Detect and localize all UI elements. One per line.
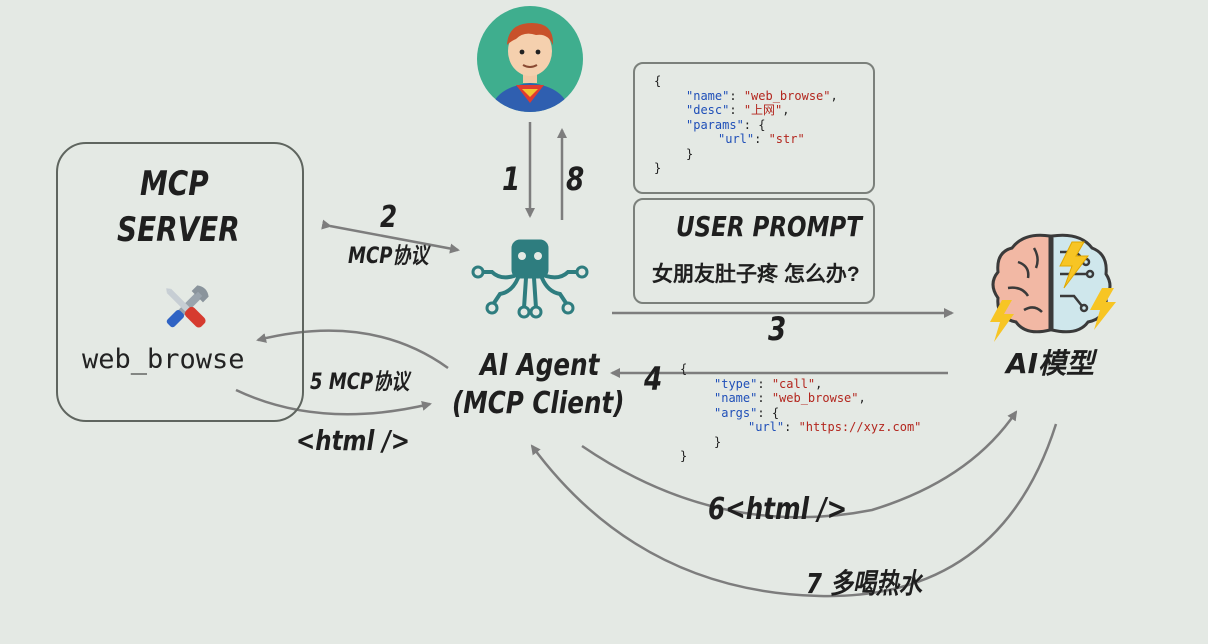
ai-model-label: AI模型 (1006, 347, 1095, 380)
arrow-step-2 (321, 219, 460, 254)
agent-label-line1: AI Agent (480, 348, 600, 383)
step-2-protocol-label: MCP协议 (348, 244, 429, 269)
step-5-label: 5 MCP协议 (310, 370, 410, 395)
step-2-label: 2 (380, 200, 398, 235)
tool-schema-json: { "name": "web_browse","desc": "上网","para… (654, 74, 838, 176)
ai-brain-icon (990, 233, 1116, 342)
arrow-step-7 (530, 423, 1058, 598)
tools-icon (166, 285, 209, 328)
tool-call-json: { "type": "call","name": "web_browse","ar… (680, 362, 921, 464)
schema-open: { (654, 74, 662, 88)
call-open: { (680, 362, 688, 376)
mcp-server-box (56, 142, 304, 422)
mcp-server-title-line1: MCP (140, 164, 209, 204)
step-4-label: 4 (644, 360, 663, 398)
html-return-label: <html /> (296, 424, 410, 457)
user-prompt-title: USER PROMPT (676, 210, 862, 243)
agent-label-line2: (MCP Client) (452, 386, 625, 421)
mcp-server-title-line2: SERVER (117, 210, 240, 250)
arrow-html-return (235, 388, 432, 416)
user-prompt-text: 女朋友肚子疼 怎么办? (652, 263, 860, 286)
step-8-label: 8 (566, 160, 585, 198)
user-avatar (477, 6, 583, 112)
step-1-label: 1 (502, 160, 521, 198)
user-prompt-box (633, 198, 875, 304)
call-args-line: "args": { (714, 405, 780, 420)
schema-close: } (654, 161, 662, 175)
tool-name-label: web_browse (82, 344, 245, 375)
step-6-label: 6<html /> (708, 492, 848, 527)
call-name-line: "name": "web_browse", (714, 391, 866, 405)
step-7-label: 7 多喝热水 (806, 567, 922, 600)
tool-schema-box (633, 62, 875, 194)
schema-name-line: "name": "web_browse", (686, 88, 838, 103)
schema-desc-line: "desc": "上网", (686, 103, 790, 117)
schema-params-close: } (686, 146, 694, 161)
agent-octopus-icon (471, 239, 589, 319)
step-3-label: 3 (768, 310, 787, 348)
call-url-line: "url": "https://xyz.com" (748, 420, 922, 434)
arrow-step-5 (256, 329, 449, 370)
call-type-line: "type": "call", (714, 376, 823, 391)
schema-params-line: "params": { (686, 117, 766, 132)
call-close: } (680, 449, 688, 463)
call-args-close: } (714, 434, 722, 449)
schema-url-line: "url": "str" (718, 132, 805, 146)
arrow-step-6 (581, 410, 1018, 519)
